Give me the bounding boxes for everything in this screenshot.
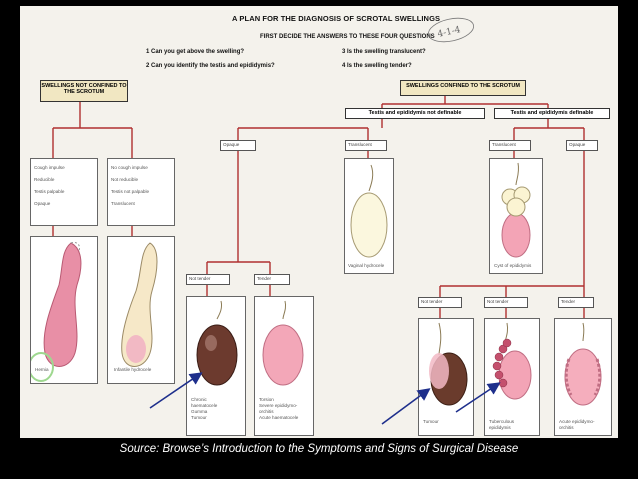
picture-acute-orchitis: Acute epididymo- orchitis (554, 318, 612, 436)
picture-tuberculous: Tuberculous epididymis (484, 318, 540, 436)
caption-acute: Acute epididymo- orchitis (559, 419, 595, 431)
vaginal-hydrocele-illustration (350, 164, 388, 258)
picture-torsion: Torsion Severe epididymo- orchitis Acute… (254, 296, 314, 436)
box-definable: Testis and epididymis definable (494, 108, 610, 119)
criteria-item: Testis palpable (34, 189, 65, 194)
cyst-epididymis-illustration (501, 162, 531, 258)
question-4: 4 Is the swelling tender? (342, 63, 412, 69)
criteria-item: Translucent (111, 201, 135, 206)
caption-line: Acute epididymo- (559, 419, 595, 424)
caption-line: Tuberculous (489, 419, 515, 424)
caption-infantile: Infantile hydrocele (114, 367, 152, 372)
caption-line: Gumma (191, 409, 208, 414)
box-definable-label: Testis and epididymis definable (510, 110, 594, 116)
box-confined-label: SWELLINGS CONFINED TO THE SCROTUM (406, 83, 520, 89)
caption-cyst: Cyst of epididymis (494, 263, 532, 268)
diagram-subtitle: FIRST DECIDE THE ANSWERS TO THESE FOUR Q… (260, 34, 435, 40)
caption-line: Chronic (191, 397, 207, 402)
criteria-item: Cough impulse (34, 165, 65, 170)
tumour-illustration (429, 322, 468, 406)
criteria-item: Reducible (34, 177, 55, 182)
criteria-hernia: Cough impulse Reducible Testis palpable … (30, 158, 98, 226)
picture-tumour: Tumour (418, 318, 474, 436)
torsion-illustration (262, 300, 304, 386)
caption-tuberculous: Tuberculous epididymis (489, 419, 514, 431)
label-not-tender-right2: Not tender (484, 297, 528, 308)
question-2: 2 Can you identify the testis and epidid… (146, 63, 275, 69)
picture-cyst-epididymis: Cyst of epididymis (489, 158, 543, 274)
label-translucent-right: Translucent (489, 140, 531, 151)
label-tender-right: Tender (558, 297, 594, 308)
caption-hernia: Hernia (35, 367, 49, 372)
tuberculous-illustration (492, 322, 532, 400)
box-confined: SWELLINGS CONFINED TO THE SCROTUM (400, 80, 526, 96)
criteria-item: Not reducible (111, 177, 139, 182)
label-not-tender-right: Not tender (418, 297, 462, 308)
arrow-chronic-haematocele (149, 372, 203, 409)
criteria-item: No cough impulse (111, 165, 148, 170)
caption-vaginal: Vaginal hydrocele (348, 263, 385, 268)
source-caption: Source: Browse’s Introduction to the Sym… (119, 443, 519, 455)
caption-tumour: Tumour (423, 419, 439, 424)
question-1: 1 Can you get above the swelling? (146, 49, 245, 55)
caption-torsion: Torsion Severe epididymo- orchitis Acute… (259, 397, 298, 421)
label-not-tender-left: Not tender (186, 274, 230, 285)
box-not-definable-label: Testis and epididymis not definable (368, 110, 462, 116)
label-translucent-left: Translucent (345, 140, 387, 151)
caption-line: orchitis (259, 409, 274, 414)
caption-line: haematocele (191, 403, 218, 408)
caption-chronic: Chronic haematocele Gumma Tumour (191, 397, 217, 421)
caption-line: Severe epididymo- (259, 403, 298, 408)
caption-line: epididymis (489, 425, 511, 430)
label-opaque-right: Opaque (566, 140, 598, 151)
caption-line: Acute haematocele (259, 415, 299, 420)
chronic-haematocele-illustration (196, 300, 238, 386)
box-not-confined-label: SWELLINGS NOT CONFINED TO THE SCROTUM (41, 83, 127, 96)
picture-vaginal-hydrocele: Vaginal hydrocele (344, 158, 394, 274)
criteria-item: Opaque (34, 201, 51, 206)
handwritten-note: 4-1-4 (427, 17, 475, 43)
infantile-hydrocele-illustration (121, 242, 158, 367)
criteria-hydrocele: No cough impulse Not reducible Testis no… (107, 158, 175, 226)
picture-infantile-hydrocele: Infantile hydrocele (107, 236, 175, 384)
caption-line: Torsion (259, 397, 274, 402)
question-3: 3 Is the swelling translucent? (342, 49, 426, 55)
svg-text:4-1-4: 4-1-4 (437, 25, 462, 40)
picture-hernia: Hernia (28, 236, 98, 384)
arrow-tuberculous (455, 382, 501, 413)
arrow-tumour (381, 388, 431, 425)
criteria-item: Testis not palpable (111, 189, 150, 194)
picture-chronic-haematocele: Chronic haematocele Gumma Tumour (186, 296, 246, 436)
acute-orchitis-illustration (564, 322, 602, 406)
label-tender-left: Tender (254, 274, 290, 285)
caption-line: orchitis (559, 425, 574, 430)
caption-line: Tumour (191, 415, 207, 420)
box-not-confined: SWELLINGS NOT CONFINED TO THE SCROTUM (40, 80, 128, 102)
diagram-title: A PLAN FOR THE DIAGNOSIS OF SCROTAL SWEL… (232, 14, 441, 23)
box-not-definable: Testis and epididymis not definable (345, 108, 485, 119)
label-opaque-left: Opaque (220, 140, 256, 151)
